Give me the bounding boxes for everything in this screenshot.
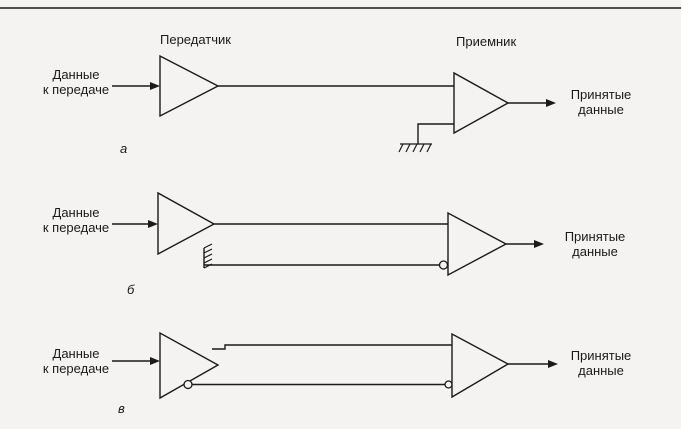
panel-b-caption: б [127,282,135,297]
panel-b-output-label-line2: данные [572,244,618,259]
panel-b-input-arrowhead [148,220,158,228]
panel-c [112,331,558,400]
panel-a-output-label-line2: данные [578,102,624,117]
panel-b-receiver-triangle [447,211,508,277]
panel-a-input-arrowhead [150,82,160,90]
panel-a-caption: а [120,141,128,156]
panel-b-output-arrowhead [534,240,544,248]
panel-b-inverting-input-bubble [438,260,449,270]
panel-b-input-label: Данные к передаче [40,205,112,235]
panel-c-receiver-triangle [451,332,510,399]
panel-a-transmitter-label: Передатчик [160,32,231,47]
panel-a-input-label: Данные к передаче [40,67,112,97]
panel-c-output-label-line1: Принятые [570,348,632,363]
panel-a-ground-icon [398,143,432,153]
panel-c-input-label-line1: Данные [52,346,100,361]
panel-b-transmitter-triangle [157,191,216,256]
panel-a [112,54,556,153]
panel-a-input-label-line1: Данные [52,67,100,82]
panel-a-receiver-triangle [453,71,510,135]
panel-c-output-label-line2: данные [578,363,624,378]
panel-a-receiver-label: Приемник [456,34,517,49]
panel-b-output-label: Принятые данные [557,229,633,259]
panel-c-output-arrowhead [548,360,558,368]
panel-b-output-label-line1: Принятые [564,229,626,244]
panel-c-input-arrowhead [150,357,160,365]
panel-c-caption: в [118,401,125,416]
panel-b-input-label-line2: к передаче [42,220,110,235]
panel-c-inverting-output-bubble [183,379,193,390]
panel-a-input-label-line2: к передаче [42,82,110,97]
panel-b [112,191,544,277]
panel-a-output-label-line1: Принятые [570,87,632,102]
panel-a-output-arrowhead [546,99,556,107]
panel-a-ground-wire [417,123,454,144]
panel-b-input-label-line1: Данные [52,205,100,220]
panel-b-ground-icon [203,243,213,269]
panel-c-output-label: Принятые данные [563,348,639,378]
panel-c-input-label-line2: к передаче [42,361,110,376]
panel-a-output-label: Принятые данные [563,87,639,117]
panel-c-inverting-input-bubble [444,380,453,389]
panel-c-input-label: Данные к передаче [40,346,112,376]
panel-a-transmitter-triangle [159,54,220,118]
panel-c-positive-wire [212,344,452,350]
